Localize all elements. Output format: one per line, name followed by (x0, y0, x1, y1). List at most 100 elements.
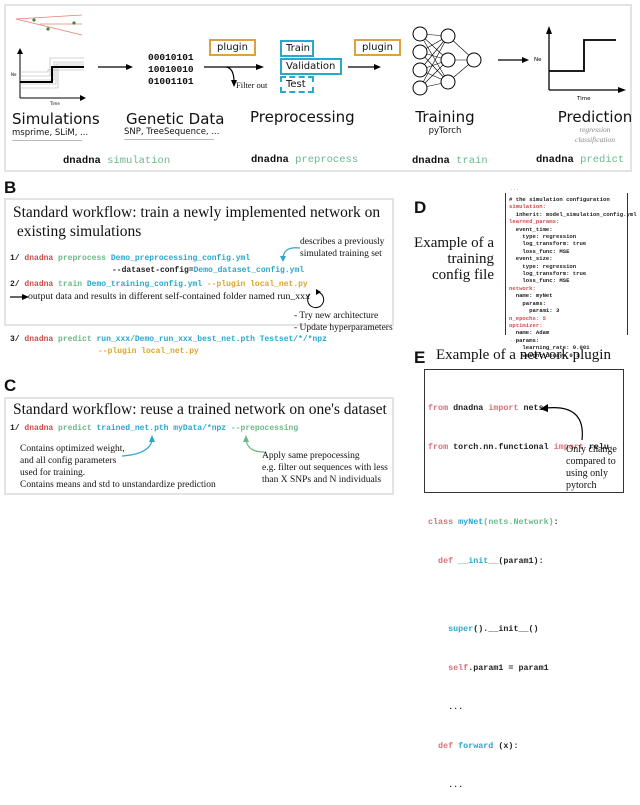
code-text: relu (583, 442, 609, 452)
yaml-line: event_size: (509, 255, 553, 263)
panel-c-box (4, 397, 394, 495)
note-line: Apply same prepocessing (262, 451, 360, 461)
cmd-prefix: dnadna (412, 155, 450, 167)
stage-title-genetic-data: Genetic Data (126, 110, 225, 128)
stage-title-preprocessing: Preprocessing (250, 108, 355, 126)
command-predict: dnadna predict (536, 154, 624, 166)
title-line: existing simulations (13, 223, 142, 240)
cmd-option: --prepocessing (230, 424, 299, 433)
code-fn: forward (458, 741, 494, 751)
coalescent-tree-icon (15, 14, 83, 36)
yaml-line: learned_params: (509, 218, 560, 226)
code-kw: class (428, 517, 459, 527)
yaml-line: simulation: (509, 203, 546, 211)
code-line: self.param1 = param1 (428, 662, 609, 675)
panel-c-left-note: Contains optimized weight, and all confi… (20, 443, 216, 491)
step-3-command: 3/ dnadna predict run_xxx/Demo_run_xxx_b… (10, 335, 327, 344)
note-line: pytorch (566, 480, 597, 491)
cmd-keyword: preprocess (295, 154, 359, 166)
arrow-icon (498, 57, 529, 63)
code-kw: from (428, 403, 449, 413)
step-2-command: 2/ dnadna train Demo_training_config.yml… (10, 280, 308, 289)
caption-line: training (447, 251, 494, 267)
panel-b-box (4, 198, 394, 326)
plugin-box: plugin (209, 39, 256, 56)
panel-c-title: Standard workflow: reuse a trained netwo… (13, 401, 387, 418)
yaml-line: params: (509, 299, 546, 307)
sim-x-axis-label: Time (49, 101, 60, 105)
command-simulation: dnadna simulation (63, 155, 170, 167)
arrow-icon (10, 294, 29, 300)
cmd-name: predict (58, 424, 92, 433)
code-line: from dnadna import nets (428, 402, 609, 415)
yaml-line: type: regression (509, 233, 577, 241)
cmd-name: train (58, 280, 83, 289)
test-split-box: Test (280, 76, 314, 93)
cmd-prog: dnadna (24, 424, 54, 433)
validation-split-box: Validation (280, 58, 342, 75)
note-line: than X SNPs and N individuals (262, 475, 382, 485)
code-text: nets (518, 403, 544, 413)
pred-x-axis-label: Time (576, 96, 591, 102)
step-1-option: --dataset-config=Demo_dataset_config.yml (112, 266, 304, 275)
panel-e-title: Example of a network plugin (436, 347, 611, 363)
panel-c-command: 1/ dnadna predict trained_net.pth myData… (10, 424, 298, 433)
prediction-type: classification (575, 135, 615, 144)
prediction-plot-icon: Ne Time (534, 26, 626, 102)
note-line: - Update hyperparameters (294, 323, 393, 333)
cmd-prog: dnadna (24, 280, 54, 289)
loop-arrow-icon (307, 289, 325, 309)
command-train: dnadna train (412, 155, 488, 167)
cmd-prefix: dnadna (63, 155, 101, 167)
code-line: def __init__(param1): (428, 555, 609, 568)
curved-arrow-icon (121, 435, 155, 457)
stage-subtitle-prediction: regression classification (555, 125, 635, 145)
note-line: used for training. (20, 468, 86, 478)
filter-arrow-icon (204, 64, 264, 87)
yaml-line: log_transform: true (509, 240, 587, 248)
title-line: Standard workflow: train a newly impleme… (13, 204, 381, 221)
neural-network-icon (412, 26, 482, 96)
stage-title-simulations: Simulations (12, 110, 100, 128)
note-line: Contains means and std to unstandardize … (20, 480, 216, 490)
cmd-arg: trained_net.pth (96, 424, 169, 433)
cmd-arg: Demo_training_config.yml (86, 280, 203, 289)
cmd-plugin: --plugin local_net.py (206, 280, 308, 289)
step-number: 1/ (10, 254, 20, 263)
binary-row: 10010010 (148, 64, 194, 75)
caption-line: config file (431, 267, 494, 283)
note-line: Contains optimized weight, (20, 444, 125, 454)
code-line: ... (428, 780, 464, 790)
cmd-prog: dnadna (24, 254, 54, 263)
step-number: 3/ (10, 335, 20, 344)
yaml-line: params: (509, 336, 540, 344)
note-line: compared to (566, 456, 616, 467)
yaml-config-box (505, 193, 628, 335)
code-line: ... (428, 702, 464, 712)
code-fn: __init__ (458, 556, 499, 566)
yaml-line: network: (509, 284, 536, 292)
curved-arrow-icon (243, 435, 265, 453)
yaml-line: weight_decay: 0.1 (509, 351, 580, 359)
code-fn: super (428, 624, 474, 634)
arrow-icon (348, 64, 381, 70)
code-text: : (553, 517, 559, 527)
cmd-option-value: Demo_dataset_config.yml (193, 266, 305, 275)
code-text: (x): (493, 741, 519, 751)
panel-letter-c: C (4, 376, 17, 395)
code-blank (428, 594, 609, 597)
cmd-keyword: simulation (107, 155, 171, 167)
filter-out-label: Filter out (236, 80, 268, 90)
pred-y-axis-label: Ne (534, 57, 542, 63)
simulation-illustration: Ne Time (11, 14, 86, 105)
code-kw: def (428, 741, 459, 751)
yaml-line: param1: 3 (509, 307, 560, 315)
output-note: output data and results in different sel… (28, 291, 310, 302)
cmd-prog: dnadna (24, 335, 54, 344)
yaml-line: loss_func: MSE (509, 277, 570, 285)
yaml-line: loss_func: MSE (509, 247, 570, 255)
code-text: ().__init__() (473, 624, 539, 634)
panel-c-right-note: Apply same prepocessing e.g. filter out … (262, 450, 388, 486)
panel-letter-b: B (4, 178, 17, 197)
cmd-keyword: predict (580, 154, 625, 166)
